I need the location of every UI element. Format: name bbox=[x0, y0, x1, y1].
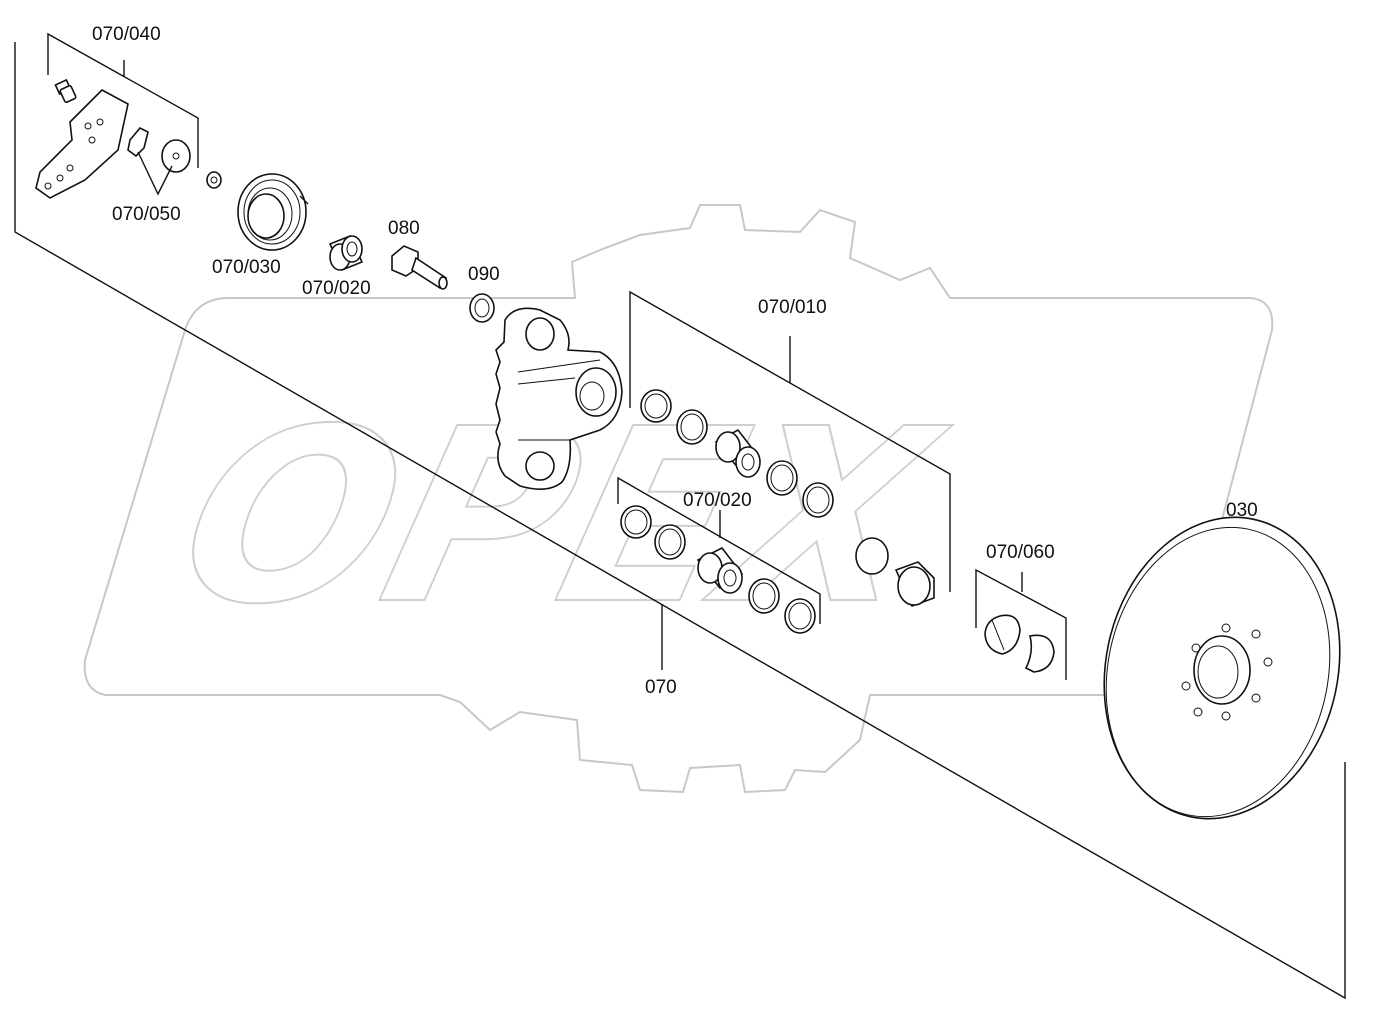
label-080: 080 bbox=[388, 218, 420, 239]
bushing-010-part bbox=[714, 428, 761, 478]
label-070-030: 070/030 bbox=[212, 257, 281, 278]
label-070-040: 070/040 bbox=[92, 24, 161, 45]
leader-070-050 bbox=[137, 151, 173, 196]
cap-010-1 bbox=[855, 537, 889, 575]
ring-010-1 bbox=[640, 389, 672, 423]
bracket-hole-2 bbox=[96, 118, 104, 126]
ring-020-1 bbox=[620, 505, 652, 539]
bushing-020-part bbox=[696, 546, 744, 594]
bushing-top-part bbox=[328, 234, 364, 272]
opex-watermark: OPEX bbox=[83, 204, 1274, 794]
large-washer-part bbox=[161, 139, 191, 173]
label-070: 070 bbox=[645, 677, 677, 698]
pivot-housing-part bbox=[495, 307, 623, 490]
ring-020-4 bbox=[784, 598, 816, 634]
small-bolt-part bbox=[54, 78, 77, 104]
label-030: 030 bbox=[1226, 500, 1258, 521]
leader-070-020-mid bbox=[617, 476, 821, 624]
bracket-plate-part bbox=[35, 89, 129, 199]
group-070-020-mid: 070/020 bbox=[617, 476, 821, 634]
label-070-020-top: 070/020 bbox=[302, 278, 371, 299]
small-washer-part bbox=[206, 171, 222, 189]
group-070-060: 070/060 bbox=[975, 542, 1067, 680]
disc-hub bbox=[1193, 635, 1251, 705]
axis-line bbox=[14, 42, 1346, 1000]
small-washer-hole bbox=[210, 176, 218, 184]
label-070-010: 070/010 bbox=[758, 297, 827, 318]
bracket-hole-1 bbox=[84, 122, 92, 130]
label-070-050: 070/050 bbox=[112, 204, 181, 225]
spring-clip-part bbox=[127, 127, 149, 158]
bracket-hole-5 bbox=[56, 174, 64, 182]
ring-020-3 bbox=[748, 578, 780, 614]
label-070-020-mid: 070/020 bbox=[683, 490, 752, 511]
watermark-gear-outline bbox=[83, 204, 1274, 794]
bracket-hole-4 bbox=[44, 182, 52, 190]
o-ring-090-part bbox=[469, 293, 495, 323]
ring-010-3 bbox=[766, 460, 798, 496]
group-070-040: 070/040 bbox=[35, 24, 222, 199]
label-090: 090 bbox=[468, 264, 500, 285]
spiral-spring-part bbox=[237, 173, 309, 251]
cap-010-2 bbox=[894, 561, 935, 608]
half-cap-2 bbox=[1024, 634, 1055, 673]
ring-020-2 bbox=[654, 524, 686, 560]
bracket-hole-6 bbox=[66, 164, 74, 172]
large-washer-hole bbox=[172, 152, 180, 160]
group-070-010: 070/010 bbox=[629, 290, 951, 608]
label-070-060: 070/060 bbox=[986, 542, 1055, 563]
half-cap-1 bbox=[984, 614, 1021, 655]
leader-070-060 bbox=[975, 568, 1067, 680]
leader-070-040 bbox=[47, 32, 199, 168]
ring-010-2 bbox=[676, 409, 708, 445]
disc-030-part: 030 bbox=[1103, 500, 1341, 820]
hex-bolt-part bbox=[391, 245, 448, 290]
ring-010-4 bbox=[802, 482, 834, 518]
bracket-hole-3 bbox=[88, 136, 96, 144]
